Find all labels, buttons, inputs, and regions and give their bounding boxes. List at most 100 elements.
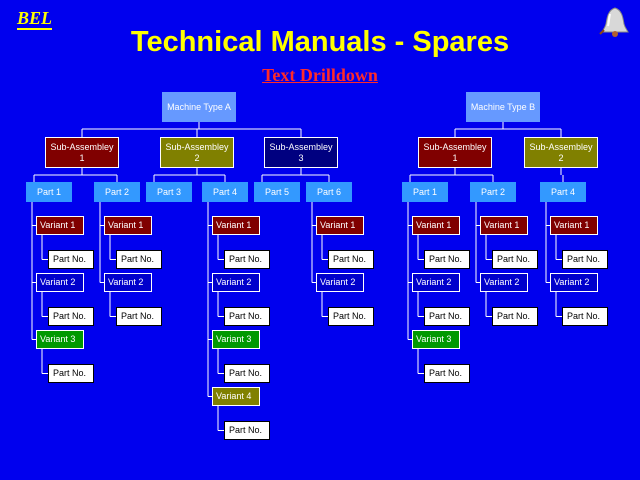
part-no-node[interactable]: Part No. (116, 250, 162, 269)
variant-node-label: Variant 2 (416, 277, 452, 287)
part-node-label: Part 1 (412, 186, 437, 197)
variant-node[interactable]: Variant 2 (212, 273, 260, 292)
part-no-node[interactable]: Part No. (116, 307, 162, 326)
part-no-node[interactable]: Part No. (562, 307, 608, 326)
variant-node[interactable]: Variant 2 (480, 273, 528, 292)
part-no-node[interactable]: Part No. (224, 421, 270, 440)
part-no-node[interactable]: Part No. (48, 364, 94, 383)
part-node-label: Part 6 (316, 186, 341, 197)
part-no-node-label: Part No. (567, 311, 601, 321)
part-node-label: Part 1 (36, 186, 61, 197)
variant-node-label: Variant 1 (320, 220, 356, 230)
variant-node[interactable]: Variant 1 (104, 216, 152, 235)
part-no-node-label: Part No. (229, 254, 263, 264)
sub-assembly-node-label: Sub-Assembley 1 (50, 141, 114, 163)
variant-node-label: Variant 2 (40, 277, 76, 287)
variant-node[interactable]: Variant 1 (212, 216, 260, 235)
sub-assembly-node[interactable]: Sub-Assembley 2 (524, 137, 598, 168)
bel-logo: BEL (17, 8, 53, 30)
part-no-node[interactable]: Part No. (424, 250, 470, 269)
part-node[interactable]: Part 2 (94, 182, 140, 202)
part-node[interactable]: Part 3 (146, 182, 192, 202)
variant-node[interactable]: Variant 1 (550, 216, 598, 235)
part-no-node[interactable]: Part No. (48, 250, 94, 269)
variant-node[interactable]: Variant 2 (104, 273, 152, 292)
part-node-label: Part 5 (264, 186, 289, 197)
part-no-node-label: Part No. (567, 254, 601, 264)
part-no-node-label: Part No. (121, 254, 155, 264)
part-no-node-label: Part No. (333, 254, 367, 264)
variant-node[interactable]: Variant 1 (36, 216, 84, 235)
variant-node[interactable]: Variant 1 (480, 216, 528, 235)
part-no-node[interactable]: Part No. (424, 307, 470, 326)
part-no-node-label: Part No. (229, 311, 263, 321)
variant-node[interactable]: Variant 2 (36, 273, 84, 292)
part-no-node-label: Part No. (53, 254, 87, 264)
variant-node-label: Variant 1 (40, 220, 76, 230)
machine-node[interactable]: Machine Type B (466, 92, 540, 122)
part-no-node-label: Part No. (429, 254, 463, 264)
variant-node-label: Variant 3 (216, 334, 252, 344)
part-no-node[interactable]: Part No. (424, 364, 470, 383)
part-no-node[interactable]: Part No. (224, 307, 270, 326)
variant-node[interactable]: Variant 2 (412, 273, 460, 292)
machine-node-label: Machine Type A (167, 101, 231, 112)
variant-node-label: Variant 1 (416, 220, 452, 230)
part-node-label: Part 4 (550, 186, 575, 197)
variant-node[interactable]: Variant 1 (316, 216, 364, 235)
part-no-node-label: Part No. (333, 311, 367, 321)
machine-node-label: Machine Type B (470, 101, 536, 112)
part-no-node-label: Part No. (121, 311, 155, 321)
sub-assembly-node-label: Sub-Assembley 2 (529, 141, 593, 163)
part-no-node-label: Part No. (229, 368, 263, 378)
variant-node-label: Variant 3 (40, 334, 76, 344)
variant-node-label: Variant 1 (554, 220, 590, 230)
subtitle-link[interactable]: Text Drilldown (262, 65, 378, 85)
page-title: Technical Manuals - Spares (130, 26, 510, 58)
variant-node-label: Variant 2 (320, 277, 356, 287)
part-no-node[interactable]: Part No. (492, 307, 538, 326)
variant-node[interactable]: Variant 4 (212, 387, 260, 406)
part-no-node[interactable]: Part No. (224, 364, 270, 383)
part-node-label: Part 4 (212, 186, 237, 197)
part-no-node[interactable]: Part No. (328, 307, 374, 326)
part-no-node[interactable]: Part No. (328, 250, 374, 269)
part-no-node[interactable]: Part No. (492, 250, 538, 269)
variant-node[interactable]: Variant 3 (36, 330, 84, 349)
part-node[interactable]: Part 1 (26, 182, 72, 202)
part-no-node-label: Part No. (53, 311, 87, 321)
part-no-node-label: Part No. (497, 311, 531, 321)
part-no-node-label: Part No. (429, 311, 463, 321)
part-node-label: Part 2 (104, 186, 129, 197)
variant-node[interactable]: Variant 2 (550, 273, 598, 292)
part-node[interactable]: Part 4 (202, 182, 248, 202)
part-no-node-label: Part No. (53, 368, 87, 378)
part-node[interactable]: Part 2 (470, 182, 516, 202)
variant-node-label: Variant 1 (108, 220, 144, 230)
variant-node[interactable]: Variant 3 (212, 330, 260, 349)
variant-node-label: Variant 2 (108, 277, 144, 287)
part-node[interactable]: Part 6 (306, 182, 352, 202)
variant-node[interactable]: Variant 2 (316, 273, 364, 292)
variant-node-label: Variant 1 (216, 220, 252, 230)
part-no-node[interactable]: Part No. (224, 250, 270, 269)
sub-assembly-node[interactable]: Sub-Assembley 1 (418, 137, 492, 168)
sub-assembly-node[interactable]: Sub-Assembley 1 (45, 137, 119, 168)
part-node[interactable]: Part 1 (402, 182, 448, 202)
variant-node[interactable]: Variant 3 (412, 330, 460, 349)
sub-assembly-node[interactable]: Sub-Assembley 3 (264, 137, 338, 168)
bell-icon[interactable] (598, 4, 632, 38)
machine-node[interactable]: Machine Type A (162, 92, 236, 122)
part-node[interactable]: Part 4 (540, 182, 586, 202)
part-node[interactable]: Part 5 (254, 182, 300, 202)
variant-node[interactable]: Variant 1 (412, 216, 460, 235)
variant-node-label: Variant 2 (554, 277, 590, 287)
sub-assembly-node[interactable]: Sub-Assembley 2 (160, 137, 234, 168)
sub-assembly-node-label: Sub-Assembley 3 (269, 141, 333, 163)
part-no-node[interactable]: Part No. (48, 307, 94, 326)
part-no-node-label: Part No. (497, 254, 531, 264)
part-no-node[interactable]: Part No. (562, 250, 608, 269)
variant-node-label: Variant 3 (416, 334, 452, 344)
variant-node-label: Variant 4 (216, 391, 252, 401)
